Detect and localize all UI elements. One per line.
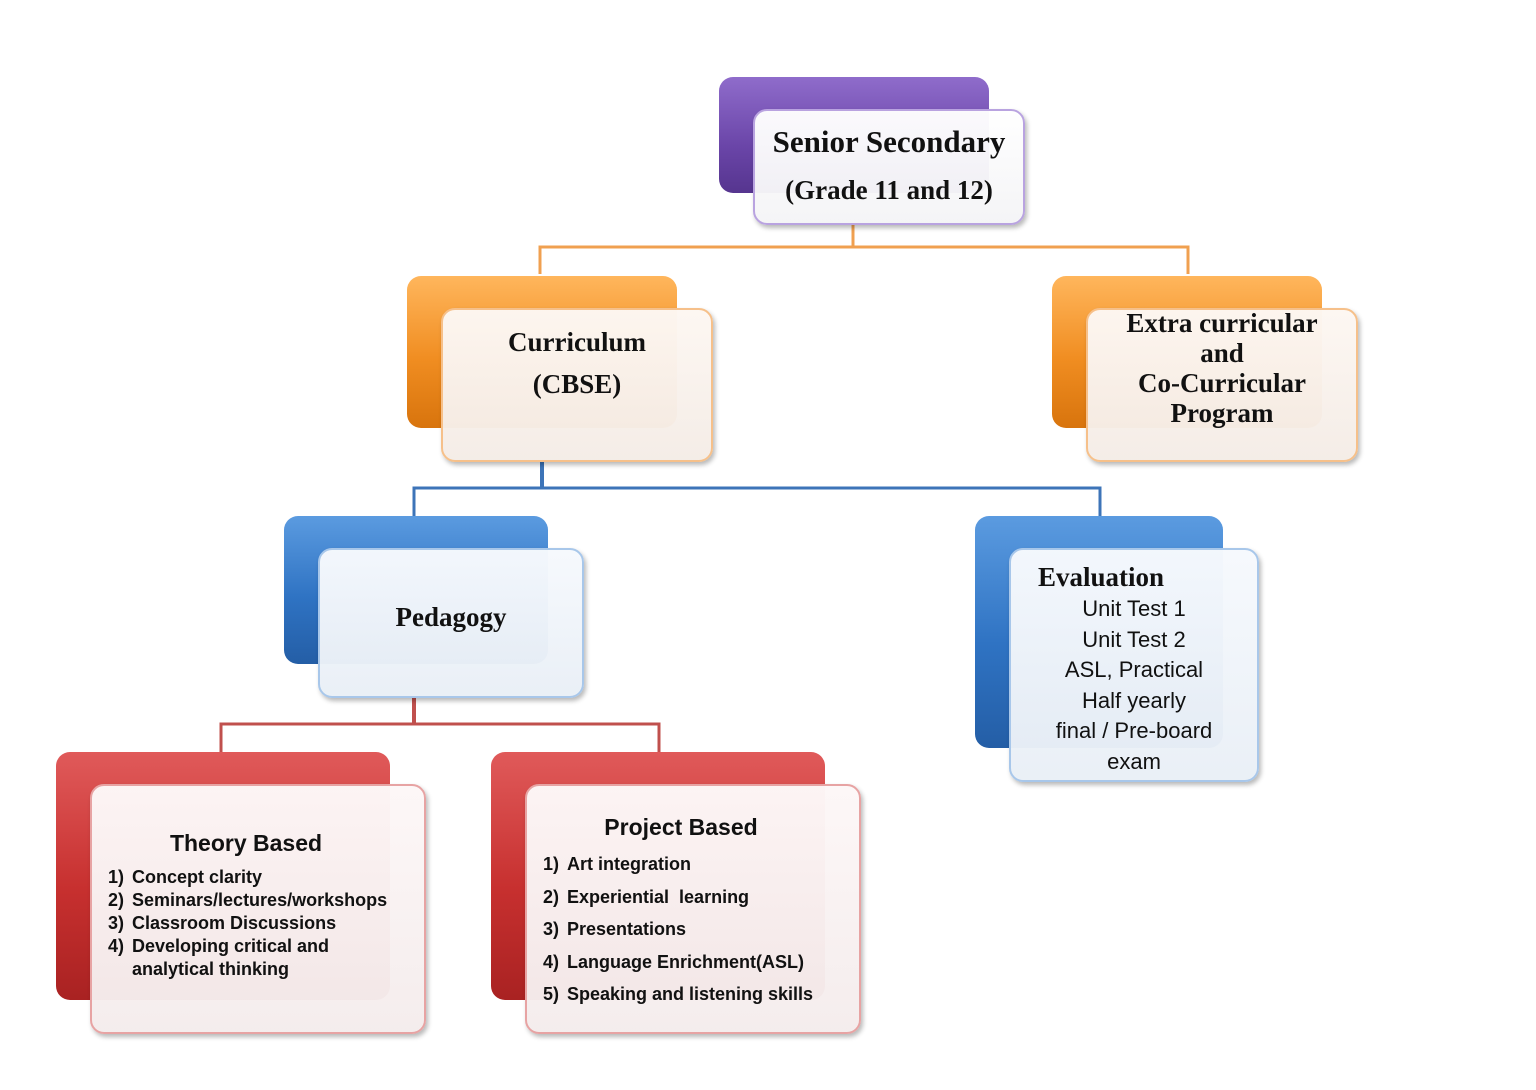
list-item: 2) Experiential learning <box>543 881 813 914</box>
node-curriculum-card: Curriculum (CBSE) <box>441 308 713 462</box>
extra-line-2: and <box>1200 338 1244 368</box>
evaluation-item: final / Pre-board <box>1055 718 1213 743</box>
node-project-based: Project Based 1) Art integration 2) Experi… <box>491 752 861 1034</box>
evaluation-title: Evaluation <box>1038 562 1165 592</box>
list-item: 4) Developing critical and analytical thi… <box>108 935 362 981</box>
node-theory-based: Theory Based 1) Concept clarity 2) Seminar… <box>56 752 426 1034</box>
list-item: 3) Classroom Discussions <box>108 912 387 935</box>
list-item: 1) Art integration <box>543 848 813 881</box>
connector-root-children <box>538 245 1190 274</box>
list-item: 4) Language Enrichment(ASL) <box>543 946 813 979</box>
list-item: 1) Concept clarity <box>108 866 387 889</box>
senior-secondary-subtitle: (Grade 11 and 12) <box>785 175 993 205</box>
evaluation-item: exam <box>1107 748 1161 774</box>
list-item-text: Developing critical and analytical think… <box>132 936 330 979</box>
list-item-number: 1) <box>543 854 560 874</box>
list-item-text: Classroom Discussions <box>132 913 337 933</box>
node-pedagogy: Pedagogy <box>284 516 584 698</box>
list-item: 2) Seminars/lectures/workshops <box>108 889 387 912</box>
list-item: 3) Presentations <box>543 913 813 946</box>
connector-pedagogy-children <box>219 722 661 752</box>
project-based-list: 1) Art integration 2) Experiential learnin… <box>543 848 813 1011</box>
list-item-number: 2) <box>543 886 560 907</box>
evaluation-item: ASL, Practical <box>1064 657 1204 682</box>
list-item-text: Speaking and listening skills <box>567 984 814 1004</box>
senior-secondary-title: Senior Secondary <box>772 124 1006 159</box>
list-item-text: Language Enrichment(ASL) <box>567 951 805 972</box>
node-extra-curricular-card: Extra curricular and Co-Curricular Progr… <box>1086 308 1358 462</box>
list-item-text: Seminars/lectures/workshops <box>132 890 388 910</box>
list-item-number: 4) <box>108 936 125 956</box>
list-item-number: 3) <box>108 913 125 933</box>
node-curriculum: Curriculum (CBSE) <box>407 276 713 462</box>
list-item-text: Experiential learning <box>567 886 750 907</box>
extra-line-1: Extra curricular <box>1126 308 1318 338</box>
list-item-text: Concept clarity <box>132 867 263 887</box>
extra-line-3: Co-Curricular <box>1138 368 1306 398</box>
theory-based-title: Theory Based <box>169 830 323 856</box>
project-based-title: Project Based <box>604 814 758 840</box>
list-item-text: Presentations <box>567 919 687 939</box>
node-evaluation-card: Evaluation Unit Test 1 Unit Test 2 ASL, … <box>1009 548 1259 782</box>
node-evaluation: Evaluation Unit Test 1 Unit Test 2 ASL, … <box>975 516 1259 782</box>
node-senior-secondary: Senior Secondary (Grade 11 and 12) <box>719 77 1025 225</box>
list-item-text: Art integration <box>567 854 691 874</box>
list-item-number: 2) <box>108 890 125 910</box>
extra-line-4: Program <box>1170 398 1274 428</box>
curriculum-title: Curriculum <box>508 327 646 357</box>
node-pedagogy-card: Pedagogy <box>318 548 584 698</box>
node-senior-secondary-card: Senior Secondary (Grade 11 and 12) <box>753 109 1025 225</box>
curriculum-subtitle: (CBSE) <box>532 369 622 399</box>
evaluation-item: Unit Test 2 <box>1082 626 1186 652</box>
pedagogy-title: Pedagogy <box>395 602 507 632</box>
node-extra-curricular: Extra curricular and Co-Curricular Progr… <box>1052 276 1358 462</box>
evaluation-item: Unit Test 1 <box>1082 596 1186 621</box>
node-theory-based-card: Theory Based 1) Concept clarity 2) Seminar… <box>90 784 426 1034</box>
node-project-based-card: Project Based 1) Art integration 2) Experi… <box>525 784 861 1034</box>
connector-curriculum-children <box>412 486 1102 516</box>
evaluation-item: Half yearly <box>1082 687 1186 713</box>
list-item-number: 1) <box>108 867 125 887</box>
list-item-number: 3) <box>543 919 560 939</box>
list-item-number: 4) <box>543 951 560 972</box>
list-item-number: 5) <box>543 984 560 1004</box>
theory-based-list: 1) Concept clarity 2) Seminars/lectures/wo… <box>108 866 387 981</box>
list-item: 5) Speaking and listening skills <box>543 978 813 1011</box>
